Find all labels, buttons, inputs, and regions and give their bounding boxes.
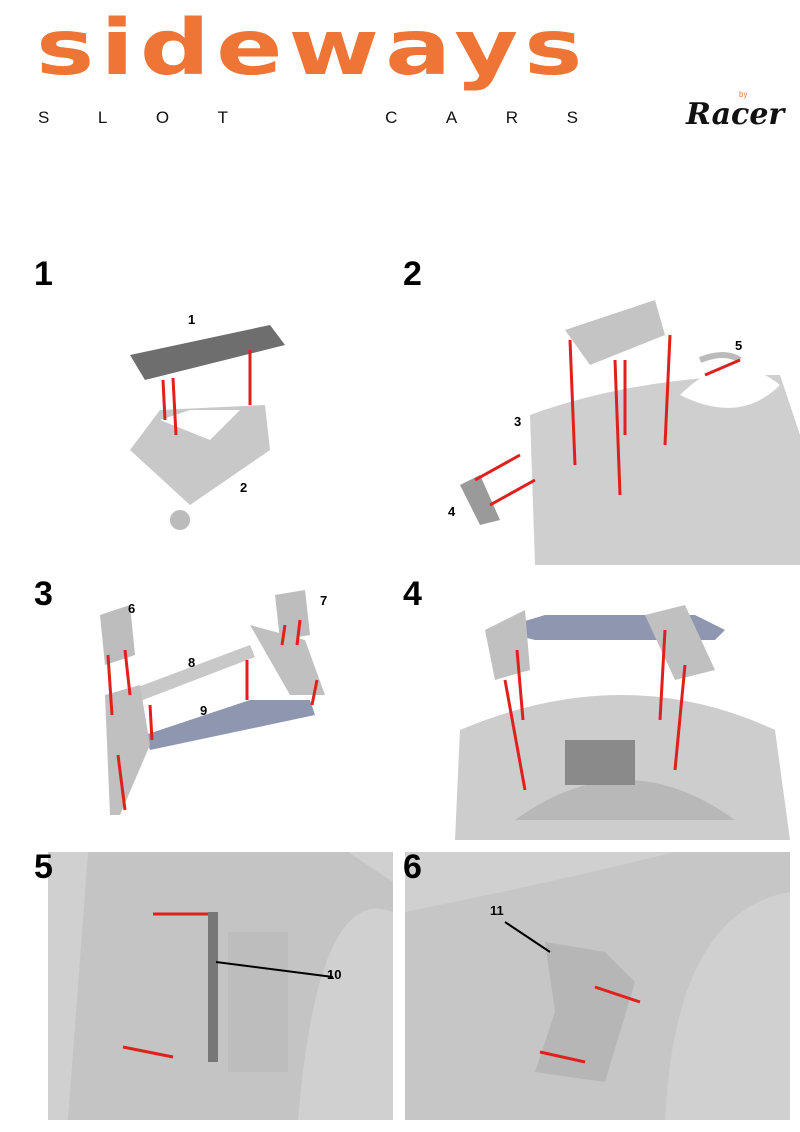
step-4-number: 4 (403, 575, 422, 613)
callout-6: 6 (128, 601, 136, 616)
tagline-letter: O (155, 108, 170, 127)
tagline-letter: A (445, 108, 458, 127)
callout-4: 4 (448, 504, 456, 519)
part-10-mesh (208, 912, 218, 1062)
part-11 (535, 942, 635, 1082)
part-4 (460, 475, 500, 525)
step-6-number: 6 (403, 848, 422, 886)
tagline-letter: S (566, 108, 578, 127)
callout-3: 3 (514, 414, 522, 429)
callout-10: 10 (327, 967, 342, 982)
logo-tagline: S L O T C A R S (38, 108, 578, 128)
logo-racer: Racer (686, 97, 785, 132)
tagline-letter: T (217, 108, 229, 127)
tagline-letter: S (38, 108, 50, 127)
callout-5: 5 (735, 338, 743, 353)
callout-1: 1 (188, 312, 196, 327)
callout-9: 9 (200, 703, 208, 718)
step-5-number: 5 (34, 848, 53, 886)
logo-wordmark: sideways (36, 3, 589, 93)
tagline-letter: R (505, 108, 519, 127)
logo-by: by (739, 90, 748, 99)
callout-11: 11 (490, 903, 504, 918)
step-3-illustration (100, 590, 325, 815)
callout-7: 7 (320, 593, 328, 608)
part-top-bracket (565, 300, 665, 365)
step-4-illustration (455, 605, 790, 840)
step-3-number: 3 (34, 575, 53, 613)
callout-2: 2 (240, 480, 248, 495)
step-2-number: 2 (403, 255, 422, 293)
tagline-letter: L (97, 108, 108, 127)
part-1-cover (130, 325, 285, 380)
part-8-bar (130, 645, 255, 703)
part-5 (698, 352, 742, 363)
part-7 (275, 590, 310, 640)
step-1-number: 1 (34, 255, 53, 293)
step-2-illustration (460, 300, 800, 565)
part-2-tray (130, 405, 270, 505)
step-1-illustration (130, 325, 285, 530)
step-5-illustration (48, 852, 393, 1120)
part-9-bar (145, 700, 315, 750)
sideways-logo: sideways S L O T C A R S by Racer (36, 3, 784, 135)
step-6-illustration (405, 852, 790, 1120)
tagline-letter: C (385, 108, 398, 127)
callout-8: 8 (188, 655, 196, 670)
